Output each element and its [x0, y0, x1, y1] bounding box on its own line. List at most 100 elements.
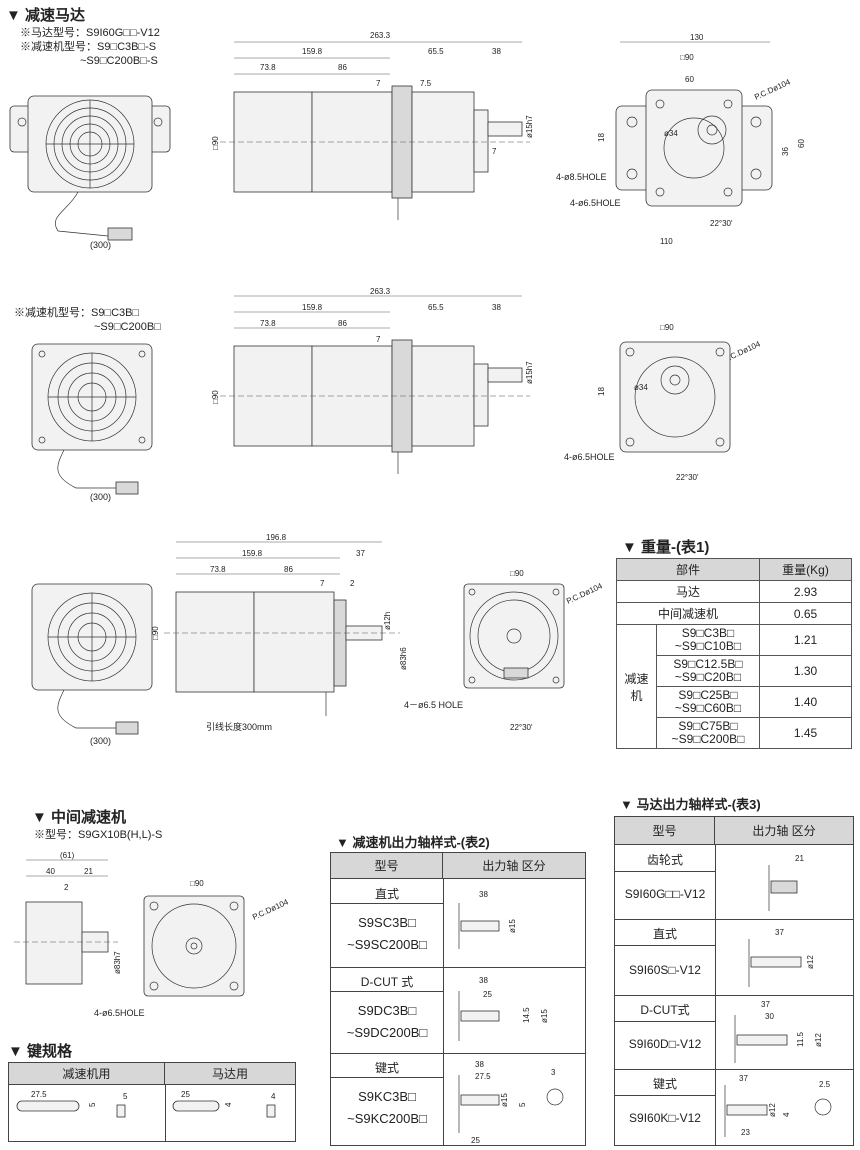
- dim-gear-1: 65.5: [428, 47, 444, 56]
- dim-angle-1: 22°30': [710, 219, 733, 228]
- mid-dim-dia: ø83h7: [113, 951, 122, 974]
- table2: 型号 出力轴 区分 直式 S9SC3B□ ~S9SC200B□ 38 ø15 D…: [330, 852, 586, 1146]
- hole-note-2: 4-ø6.5HOLE: [570, 198, 621, 208]
- t2-dim: ø15: [500, 1093, 509, 1107]
- key-spec-title: ▼ 键规格: [8, 1043, 73, 1060]
- weight-group-value: 1.21: [759, 624, 852, 656]
- table3-row-label: 齿轮式: [646, 853, 683, 867]
- dim-c-2: 7: [376, 335, 381, 344]
- table2-shaft-straight: 38 ø15: [458, 890, 517, 949]
- weight-row-value: 2.93: [759, 580, 852, 603]
- dim-height-18-2: 18: [597, 387, 606, 396]
- key-dim-1: 27.5: [31, 1090, 47, 1099]
- weight-row-part: 马达: [616, 580, 760, 603]
- dim-height-18: 18: [597, 133, 606, 142]
- weight-group-label: 减速机: [616, 624, 657, 749]
- fan-end-view-1: [9, 95, 171, 241]
- weight-row-part: 中间减速机: [616, 602, 760, 625]
- t3-dim: 37: [775, 928, 784, 937]
- dim-square-2: □90: [680, 53, 694, 62]
- dim-b-2: 86: [338, 319, 347, 328]
- t3-dim: 4: [782, 1112, 791, 1117]
- dim-shaft-3: 37: [356, 549, 365, 558]
- table2-row-label: 直式: [374, 887, 399, 901]
- flange-view-3: □90 P.C.Dø104 22°30': [463, 569, 604, 732]
- lead-length-3: (300): [90, 736, 112, 746]
- dim-shaft-dia-3: ø12h: [383, 612, 392, 630]
- dim-shaft-1: 38: [492, 47, 501, 56]
- note-gear-model-1: ※减速机型号：S9□C3B□-S: [20, 41, 157, 53]
- fan-end-view-2: [31, 343, 153, 495]
- mid-gear-side-view: (61) 40 21 2 ø83h7: [14, 851, 122, 985]
- table2-row-model: ~S9DC200B□: [346, 1025, 428, 1040]
- dim-body-3: 159.8: [242, 549, 263, 558]
- dim-square-6: □90: [510, 569, 524, 578]
- dim-width-130: 130: [690, 33, 704, 42]
- dim-pcd-3: P.C.Dø104: [565, 581, 604, 606]
- section-title-gearmotor: ▼ 减速马达: [6, 7, 86, 24]
- key-header-motor: 马达用: [165, 1063, 295, 1085]
- dim-total-2: 263.3: [370, 287, 391, 296]
- dim-square-1: □90: [211, 136, 220, 150]
- key-gear-drawing: 27.5 5 5: [16, 1090, 128, 1118]
- table3-shaft-key: 37 ø12 4 2.5 23: [724, 1074, 832, 1137]
- t2-dim: 38: [479, 890, 488, 899]
- hole-note-1: 4-ø8.5HOLE: [556, 172, 607, 182]
- t3-dim: 30: [765, 1012, 774, 1021]
- dim-a-2: 73.8: [260, 319, 276, 328]
- side-view-3: 196.8 159.8 37 73.8 86 7 2 □90 ø12h ø83h…: [151, 533, 408, 716]
- note-gear-model-2: ~S9□C200B□-S: [80, 55, 158, 67]
- mid-dim-square: □90: [190, 879, 204, 888]
- dim-a-1: 73.8: [260, 63, 276, 72]
- mid-hole-note: 4-ø6.5HOLE: [94, 1008, 145, 1018]
- table3-row-label: D-CUT式: [640, 1003, 690, 1017]
- table2-title: ▼ 减速机出力轴样式-(表2): [336, 835, 490, 850]
- dim-square-3: □90: [211, 390, 220, 404]
- t2-dim: 25: [471, 1136, 480, 1145]
- t2-dim: 5: [518, 1102, 527, 1107]
- table2-row-label: 键式: [374, 1061, 399, 1075]
- dim-total-1: 263.3: [370, 31, 391, 40]
- t3-dim: ø12: [814, 1033, 823, 1047]
- table3-row-model: S9I60G□□-V12: [624, 887, 706, 901]
- table3-row-model: S9I60K□-V12: [629, 1111, 701, 1125]
- mid-dim-2: 2: [64, 883, 69, 892]
- table3: 型号 出力轴 区分 齿轮式 S9I60G□□-V12 21 直式 S9I60S□…: [614, 816, 854, 1146]
- table2-shaft-dcut: 38 25 14.5 ø15: [458, 976, 549, 1041]
- dim-d-1: 7.5: [420, 79, 432, 88]
- dim-shaft-2: 38: [492, 303, 501, 312]
- dim-f-1: 7: [492, 147, 497, 156]
- t3-dim: ø12: [768, 1103, 777, 1117]
- weight-group-model: S9□C25B□~S9□C60B□: [656, 686, 760, 718]
- dim-body-2: 159.8: [302, 303, 323, 312]
- dim-b-3: 86: [284, 565, 293, 574]
- weight-row-value: 0.65: [759, 602, 852, 625]
- dim-pilot-dia-3: ø83h6: [399, 647, 408, 670]
- dim-height-60: 60: [797, 139, 806, 148]
- dim-square-5: □90: [151, 626, 160, 640]
- t3-dim: 23: [741, 1128, 750, 1137]
- t3-dim: 37: [739, 1074, 748, 1083]
- note-gear2-1: ※减速机型号：S9□C3B□: [14, 307, 140, 319]
- mid-dim-40: 40: [46, 867, 55, 876]
- dim-b-1: 86: [338, 63, 347, 72]
- key-motor-drawing: 25 4 4: [172, 1090, 276, 1118]
- lead-length-2: (300): [90, 492, 112, 502]
- weight-group-value: 1.45: [759, 717, 852, 749]
- table3-row-label: 键式: [652, 1077, 677, 1091]
- mid-dim-pcd: P.C.Dø104: [251, 897, 290, 922]
- table2-row-model: ~S9KC200B□: [347, 1111, 427, 1126]
- dim-width-110: 110: [660, 237, 673, 246]
- table3-title: ▼ 马达出力轴样式-(表3): [620, 797, 761, 812]
- table2-row-model: S9DC3B□: [357, 1003, 417, 1018]
- table2-row-model: ~S9SC200B□: [347, 937, 427, 952]
- weight-header-part: 部件: [616, 558, 760, 581]
- weight-group-value: 1.40: [759, 686, 852, 718]
- key-header-gear: 减速机用: [9, 1063, 165, 1085]
- key-dim-4: 25: [181, 1090, 190, 1099]
- side-view-1: 263.3 159.8 65.5 38 73.8 86 7 7.5 12 □90…: [211, 31, 534, 220]
- dim-shaft-dia-2: ø15h7: [525, 361, 534, 384]
- table3-row-model: S9I60D□-V12: [628, 1037, 702, 1051]
- key-dim-3: 5: [123, 1092, 128, 1101]
- dim-dia-34-2: ø34: [634, 383, 648, 392]
